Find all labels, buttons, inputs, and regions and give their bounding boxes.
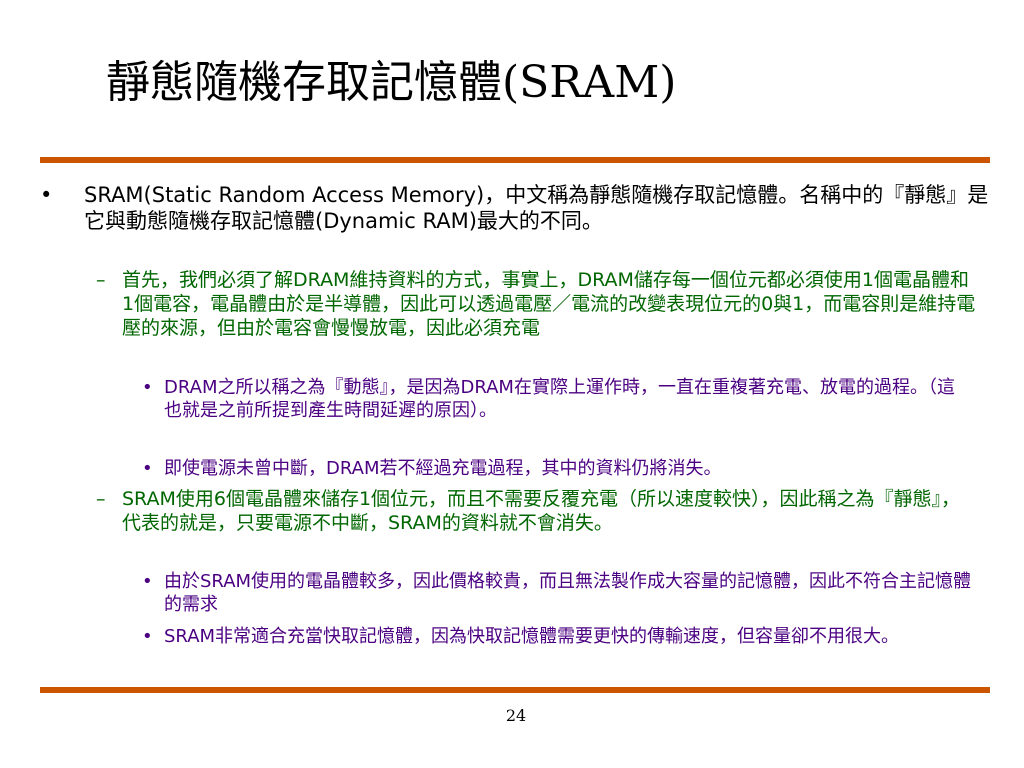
bullet-marker: • — [40, 183, 53, 207]
bullet-text: SRAM(Static Random Access Memory)，中文稱為靜態… — [84, 183, 989, 233]
sub-bullet-text: 首先，我們必須了解DRAM維持資料的方式，事實上，DRAM儲存每一個位元都必須使… — [122, 269, 976, 339]
sub-bullet-sram-transistors: – SRAM使用6個電晶體來儲存1個位元，而且不需要反覆充電（所以速度較快），因… — [96, 487, 976, 535]
subsub-bullet-text: SRAM非常適合充當快取記憶體，因為快取記憶體需要更快的傳輸速度，但容量卻不用很… — [164, 626, 900, 647]
dash-marker: – — [96, 488, 106, 510]
subsub-bullet-sram-cache: • SRAM非常適合充當快取記憶體，因為快取記憶體需要更快的傳輸速度，但容量卻不… — [142, 625, 972, 648]
subsub-bullet-dram-refresh: • 即使電源未曾中斷，DRAM若不經過充電過程，其中的資料仍將消失。 — [142, 457, 972, 480]
subsub-bullet-dram-dynamic: • DRAM之所以稱之為『動態』，是因為DRAM在實際上運作時，一直在重複著充電… — [142, 376, 972, 422]
sub-bullet-text: SRAM使用6個電晶體來儲存1個位元，而且不需要反覆充電（所以速度較快），因此稱… — [122, 488, 961, 534]
footer-divider — [40, 687, 990, 693]
dash-marker: – — [96, 269, 106, 291]
subsub-bullet-sram-cost: • 由於SRAM使用的電晶體較多，因此價格較貴，而且無法製作成大容量的記憶體，因… — [142, 570, 972, 616]
subsub-bullet-text: 由於SRAM使用的電晶體較多，因此價格較貴，而且無法製作成大容量的記憶體，因此不… — [164, 571, 972, 615]
bullet-marker: • — [142, 571, 153, 592]
sub-bullet-dram-storage: – 首先，我們必須了解DRAM維持資料的方式，事實上，DRAM儲存每一個位元都必… — [96, 268, 976, 340]
subsub-bullet-text: 即使電源未曾中斷，DRAM若不經過充電過程，其中的資料仍將消失。 — [164, 458, 722, 479]
bullet-marker: • — [142, 458, 153, 479]
subsub-bullet-text: DRAM之所以稱之為『動態』，是因為DRAM在實際上運作時，一直在重複著充電、放… — [164, 377, 955, 421]
bullet-sram-definition: • SRAM(Static Random Access Memory)，中文稱為… — [40, 182, 990, 234]
slide-title: 靜態隨機存取記憶體(SRAM) — [106, 57, 677, 108]
title-divider — [40, 157, 990, 163]
page-number: 24 — [505, 706, 527, 725]
bullet-marker: • — [142, 377, 153, 398]
bullet-marker: • — [142, 626, 153, 647]
